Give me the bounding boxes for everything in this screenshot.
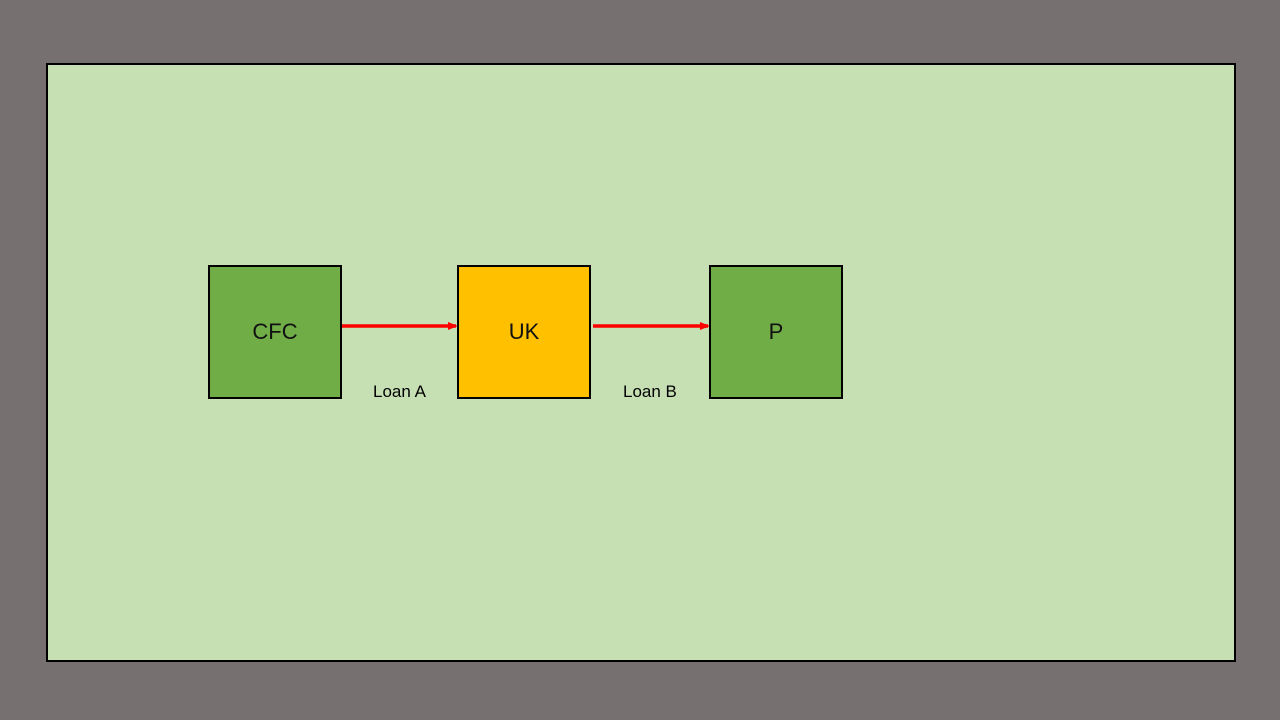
loan-a-label: Loan A <box>373 382 426 401</box>
slide-canvas: CFC UK P Loan A Loan B <box>46 63 1236 662</box>
loan-b-label: Loan B <box>623 382 677 401</box>
p-node: P <box>709 265 843 399</box>
p-node-label: P <box>768 319 784 344</box>
cfc-node: CFC <box>208 265 342 399</box>
uk-node-label: UK <box>508 319 540 344</box>
uk-node: UK <box>457 265 591 399</box>
cfc-node-label: CFC <box>252 319 298 344</box>
